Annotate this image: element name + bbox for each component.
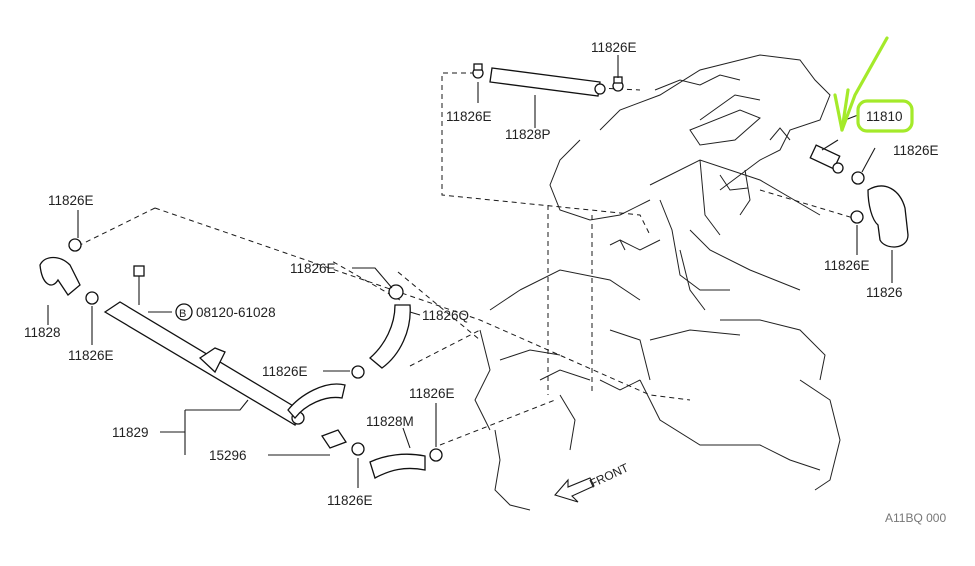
- label-corner-code: A11BQ 000: [885, 511, 946, 525]
- label-clamp-bottom: 11826E: [327, 493, 373, 508]
- sensor-small-part: [321, 429, 347, 449]
- clamps-right-part: [850, 171, 865, 224]
- label-hose-upper: 11828P: [505, 127, 551, 142]
- connection-lines: [79, 72, 861, 446]
- label-bolt: 08120-61028: [196, 305, 276, 320]
- label-front: FRONT: [587, 460, 631, 490]
- label-clamp-upper-left: 11826E: [446, 109, 492, 124]
- part-labels: 11826E 11826E 11828P 11810 11826E 11826E…: [24, 40, 946, 525]
- label-clamp-right-b: 11826E: [824, 258, 870, 273]
- label-clamp-top: 11826E: [591, 40, 637, 55]
- hose-mid-part: [287, 284, 411, 420]
- hose-right-part: [867, 185, 909, 248]
- pipe-part: [103, 301, 305, 426]
- highlight-annotation: [833, 36, 914, 133]
- clamp-top-part: [472, 63, 624, 92]
- label-hose-right: 11826: [866, 285, 903, 300]
- hose-bottom-part: [351, 442, 443, 479]
- label-bolt-prefix: B: [179, 308, 186, 320]
- label-clamp-mid-b: 11826E: [262, 364, 308, 379]
- label-sensor: 11810: [866, 109, 903, 124]
- label-clamp-right-a: 11826E: [893, 143, 939, 158]
- hose-upper-part: [489, 67, 606, 97]
- hose-left-part: [39, 256, 81, 296]
- label-hose-mid: 11826Q: [422, 308, 469, 323]
- label-clamp-far-left: 11826E: [48, 193, 94, 208]
- clamps-left-part: [68, 238, 99, 305]
- front-arrow-icon: [554, 477, 595, 503]
- label-sensor-small: 15296: [209, 448, 247, 463]
- label-clamp-bottom-right: 11826E: [409, 386, 455, 401]
- label-clamp-mid: 11826E: [290, 261, 336, 276]
- label-hose-left: 11828: [24, 325, 61, 340]
- label-hose-bottom: 11828M: [366, 414, 414, 429]
- label-pipe: 11829: [112, 425, 149, 440]
- label-clamp-left-b: 11826E: [68, 348, 114, 363]
- bolt-b-icon: [175, 303, 193, 321]
- leader-lines: [47, 55, 893, 488]
- engine-outline: [474, 54, 841, 511]
- sensor-part: [809, 144, 844, 174]
- bolt-part: [133, 265, 145, 305]
